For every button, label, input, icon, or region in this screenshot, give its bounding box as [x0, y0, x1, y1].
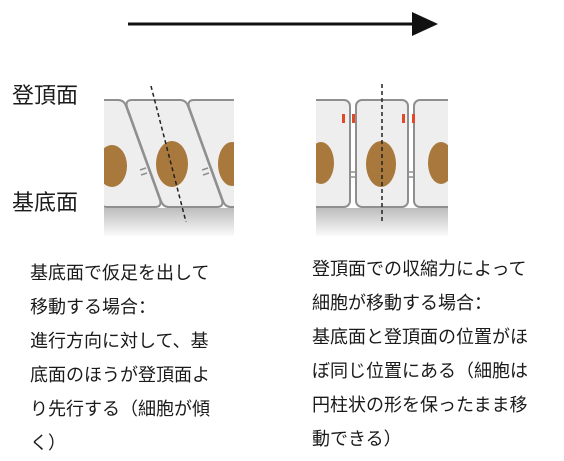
right-caption: 登頂面での収縮力によって 細胞が移動する場合： 基底面と登頂面の位置がほ ぼ同じ…: [312, 253, 528, 457]
contraction-marker: [412, 114, 415, 123]
caption-line: く）: [30, 433, 66, 454]
basement-membrane: [104, 208, 234, 236]
left-caption: 基底面で仮足を出して 移動する場合： 進行方向に対して、基 底面のほうが登頂面よ…: [30, 257, 210, 461]
caption-line: 基底面と登頂面の位置がほ: [312, 327, 528, 348]
contraction-marker: [352, 114, 355, 123]
arrow-head: [412, 12, 438, 36]
contraction-marker: [342, 114, 345, 123]
caption-line: 底面のほうが登頂面よ: [30, 365, 210, 386]
caption-line: り先行する（細胞が傾: [30, 399, 210, 420]
caption-line: 細胞が移動する場合：: [312, 293, 492, 314]
contraction-marker: [402, 114, 405, 123]
cell-nucleus: [104, 145, 127, 187]
cell-nucleus: [366, 141, 396, 187]
cell-axis-dashed-line: [150, 85, 187, 223]
cell-nucleus: [316, 142, 334, 184]
caption-line: ぼ同じ位置にある（細胞は: [312, 361, 528, 382]
cell-nucleus: [156, 141, 188, 187]
cell-junction: [139, 167, 210, 176]
apical-surface-label: 登頂面: [12, 84, 79, 109]
cell-junction: [350, 171, 414, 178]
caption-line: 基底面で仮足を出して: [30, 263, 210, 284]
caption-line: 登頂面での収縮力によって: [312, 259, 527, 280]
caption-line: 円柱状の形を保ったまま移: [312, 395, 528, 416]
caption-line: 移動する場合：: [30, 297, 156, 318]
cell-nucleus: [218, 142, 234, 186]
caption-line: 動できる）: [312, 429, 402, 450]
basal-surface-label: 基底面: [12, 191, 79, 216]
caption-line: 進行方向に対して、基: [30, 331, 209, 352]
cell-nucleus: [428, 142, 448, 184]
